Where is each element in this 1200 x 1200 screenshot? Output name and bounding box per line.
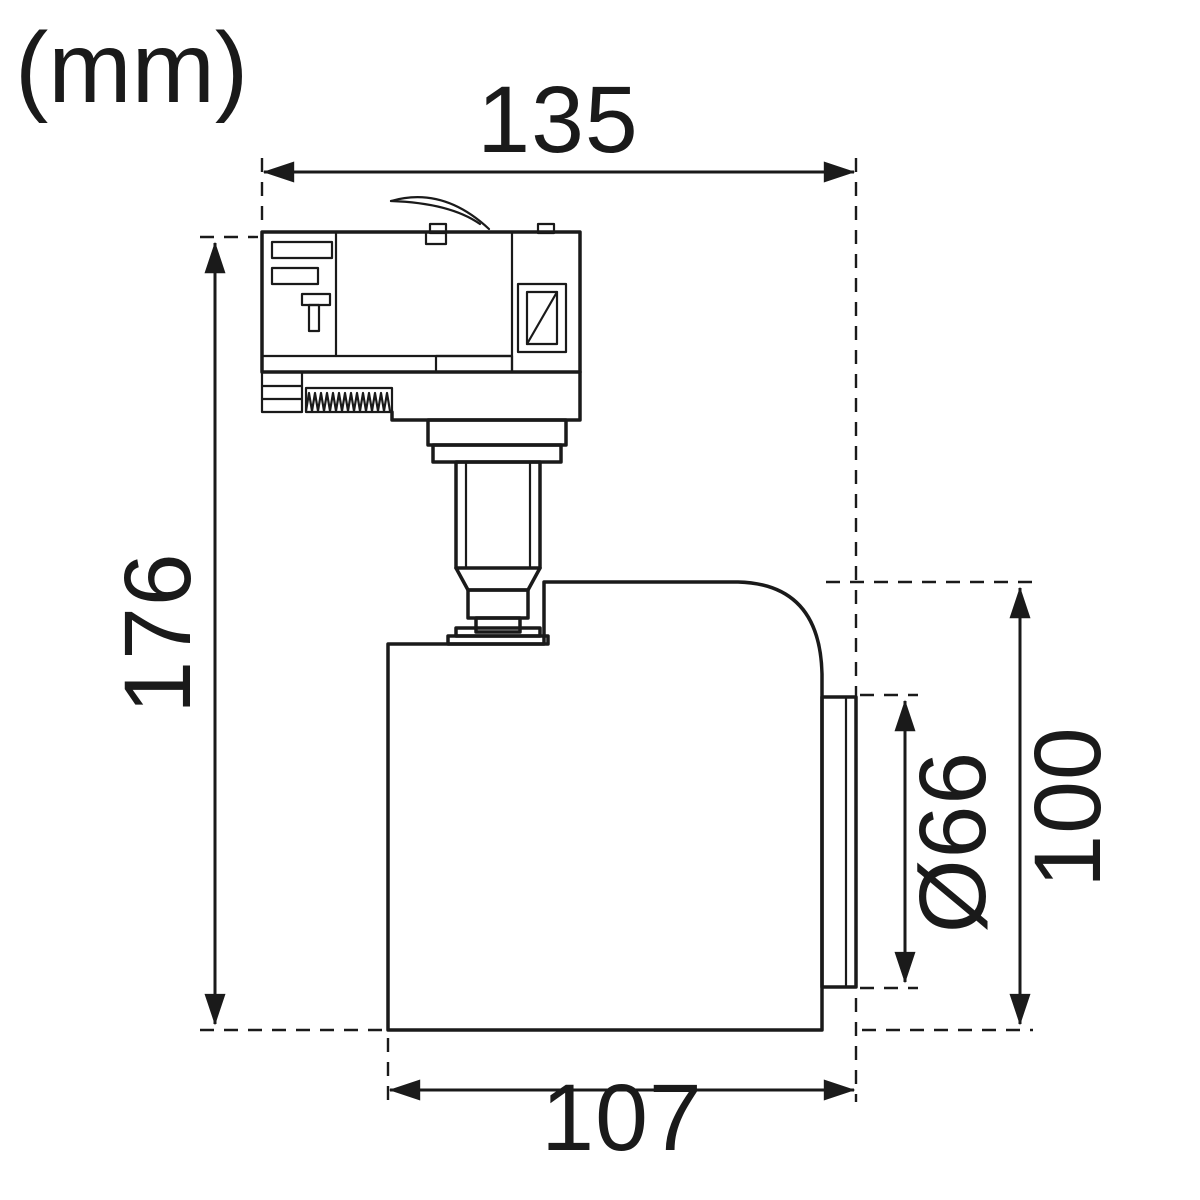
adapter-rack-teeth	[304, 391, 392, 413]
lamp-body-outline	[386, 580, 824, 1032]
adapter-contact-tab	[300, 292, 332, 307]
adapter-contact-stem	[307, 303, 321, 333]
lamp-body	[386, 580, 858, 1032]
dimension-body-width: 107	[386, 1038, 856, 1171]
release-lever-lower-edge	[389, 199, 482, 226]
dim-label-100: 100	[1015, 726, 1121, 888]
adapter-top-tab-right	[536, 222, 556, 235]
stem-flange	[431, 443, 563, 464]
stem-tube-inner-walls	[464, 460, 532, 570]
adapter-latch-inner	[525, 290, 559, 346]
adapter-step-block	[434, 354, 514, 374]
adapter-top-notch	[424, 230, 448, 246]
adapter-latch-diagonal	[525, 290, 559, 346]
dimension-overall-width: 135	[260, 67, 858, 1102]
stem-mid-section	[466, 588, 530, 620]
units-label: (mm)	[15, 12, 248, 124]
adapter-lower-box	[260, 370, 304, 414]
lens-cylinder	[820, 695, 858, 989]
dim-label-66: Ø66	[900, 751, 1006, 934]
stem-tube	[454, 460, 542, 570]
adapter-rack-outline	[304, 386, 394, 414]
track-adapter	[260, 196, 582, 422]
dimension-overall-height: 176	[105, 235, 384, 1032]
dim-label-107: 107	[541, 1065, 703, 1171]
stem-neck	[426, 418, 568, 447]
stem-lower-neck	[474, 616, 522, 634]
adapter-housing	[260, 230, 582, 374]
adapter-latch-outer	[516, 282, 568, 354]
adapter-lower-outline	[390, 370, 582, 422]
stem-taper	[454, 566, 542, 592]
dimension-front-diameter: Ø66	[860, 693, 1006, 990]
adapter-contact-upper	[270, 240, 334, 260]
dim-label-176: 176	[105, 552, 211, 714]
adapter-contact-lower	[270, 266, 320, 286]
release-lever-icon	[389, 196, 491, 231]
stem	[426, 418, 568, 646]
dim-label-135: 135	[477, 67, 639, 173]
dimension-head-height: 100	[826, 580, 1121, 1032]
adapter-lower-box-lines	[260, 384, 304, 401]
